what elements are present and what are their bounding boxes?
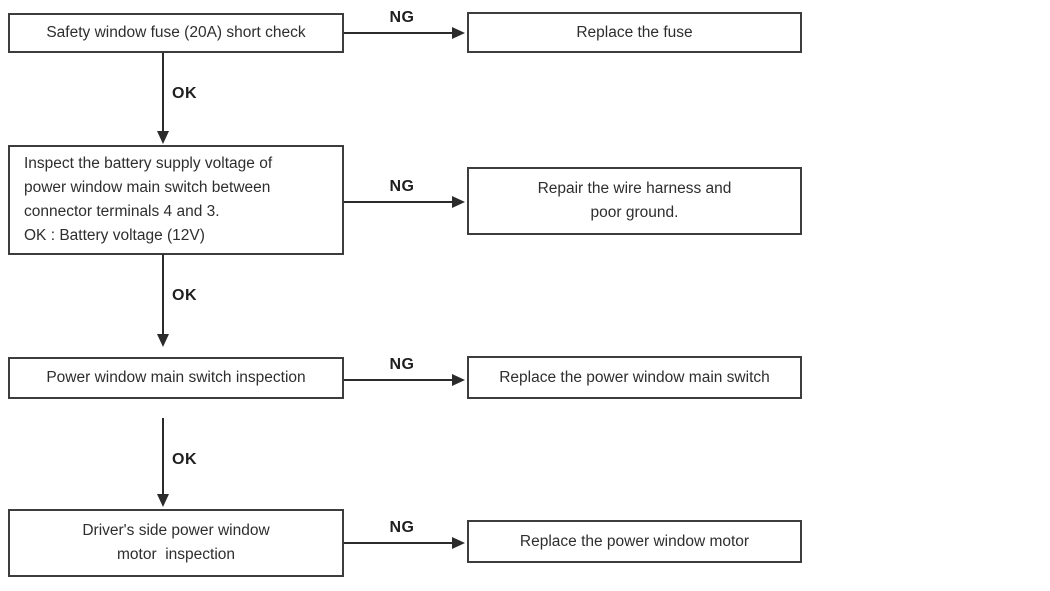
ng-arrow-3 <box>344 374 465 386</box>
ok-arrow-3 <box>157 418 169 507</box>
step-box-motor-inspection: Driver's side power window motor inspect… <box>8 509 344 577</box>
ng-label-4: NG <box>389 519 415 536</box>
action-box-replace-fuse: Replace the fuse <box>467 12 802 53</box>
arrowhead-down-icon <box>157 334 169 347</box>
action-box-replace-motor: Replace the power window motor <box>467 520 802 563</box>
arrowhead-down-icon <box>157 494 169 507</box>
step-box-main-switch-inspection: Power window main switch inspection <box>8 357 344 399</box>
ng-label-2: NG <box>389 178 415 195</box>
arrowhead-down-icon <box>157 131 169 144</box>
ok-arrow-2 <box>157 254 169 347</box>
step-box-battery-voltage: Inspect the battery supply voltage of po… <box>8 145 344 255</box>
ok-label-1: OK <box>172 85 197 102</box>
arrowhead-right-icon <box>452 537 465 549</box>
action-box-repair-harness: Repair the wire harness and poor ground. <box>467 167 802 235</box>
ng-arrow-2 <box>344 196 465 208</box>
ok-label-3: OK <box>172 451 197 468</box>
ok-arrow-1 <box>157 53 169 144</box>
ng-label-3: NG <box>389 356 415 373</box>
arrowhead-right-icon <box>452 374 465 386</box>
arrowhead-right-icon <box>452 27 465 39</box>
step-box-fuse-check: Safety window fuse (20A) short check <box>8 13 344 53</box>
ok-label-2: OK <box>172 287 197 304</box>
ng-arrow-4 <box>344 537 465 549</box>
ng-arrow-1 <box>344 27 465 39</box>
action-box-replace-main-switch: Replace the power window main switch <box>467 356 802 399</box>
ng-label-1: NG <box>389 9 415 26</box>
arrowhead-right-icon <box>452 196 465 208</box>
